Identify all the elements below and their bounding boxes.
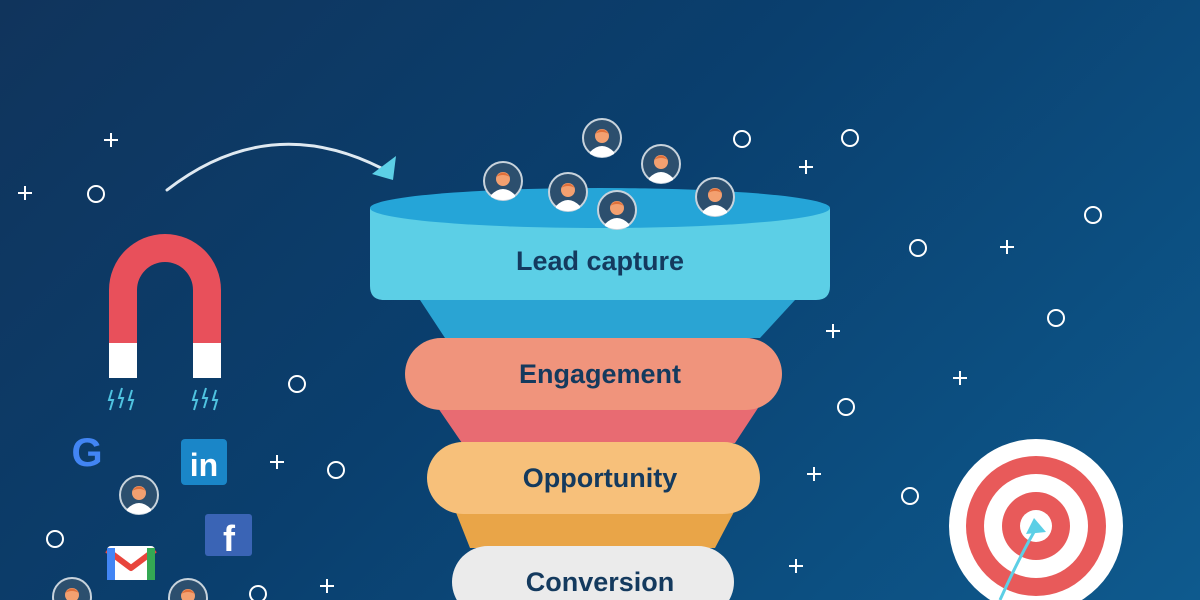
person-icon bbox=[119, 475, 159, 515]
ring-icon bbox=[288, 375, 306, 393]
ring-icon bbox=[901, 487, 919, 505]
plus-icon bbox=[806, 466, 822, 482]
person-icon bbox=[641, 144, 681, 184]
ring-icon bbox=[1047, 309, 1065, 327]
stage-opportunity-label: Opportunity bbox=[523, 463, 677, 493]
arrow-icon bbox=[165, 142, 396, 192]
plus-icon bbox=[952, 370, 968, 386]
plus-icon bbox=[17, 185, 33, 201]
person-icon bbox=[52, 577, 92, 600]
ring-icon bbox=[841, 129, 859, 147]
person-icon bbox=[548, 172, 588, 212]
google-icon: G bbox=[71, 431, 102, 475]
stage-conversion-label: Conversion bbox=[526, 567, 675, 597]
facebook-icon: f bbox=[205, 514, 252, 559]
gmail-icon bbox=[105, 546, 157, 580]
svg-text:f: f bbox=[223, 518, 236, 559]
plus-icon bbox=[999, 239, 1015, 255]
target-icon bbox=[949, 439, 1123, 600]
plus-icon bbox=[103, 132, 119, 148]
ring-icon bbox=[909, 239, 927, 257]
stage-engagement: Engagement bbox=[405, 338, 782, 410]
stage-conversion: Conversion bbox=[452, 546, 734, 600]
stage-opportunity: Opportunity bbox=[427, 442, 760, 514]
stage-lead-capture: Lead capture bbox=[516, 246, 684, 276]
person-icon bbox=[168, 578, 208, 600]
stage-engagement-label: Engagement bbox=[519, 359, 681, 389]
svg-text:G: G bbox=[71, 431, 102, 475]
ring-icon bbox=[87, 185, 105, 203]
ring-icon bbox=[1084, 206, 1102, 224]
plus-icon bbox=[788, 558, 804, 574]
person-icon bbox=[483, 161, 523, 201]
plus-icon bbox=[798, 159, 814, 175]
plus-icon bbox=[319, 578, 335, 594]
svg-text:in: in bbox=[190, 447, 218, 483]
ring-icon bbox=[46, 530, 64, 548]
person-icon bbox=[695, 177, 735, 217]
funnel-ribbons bbox=[420, 300, 795, 548]
ring-icon bbox=[327, 461, 345, 479]
person-icon bbox=[597, 190, 637, 230]
magnet-icon bbox=[108, 234, 221, 411]
plus-icon bbox=[269, 454, 285, 470]
person-icon bbox=[582, 118, 622, 158]
linkedin-icon: in bbox=[181, 439, 227, 485]
ring-icon bbox=[837, 398, 855, 416]
ring-icon bbox=[249, 585, 267, 600]
ring-icon bbox=[733, 130, 751, 148]
plus-icon bbox=[825, 323, 841, 339]
